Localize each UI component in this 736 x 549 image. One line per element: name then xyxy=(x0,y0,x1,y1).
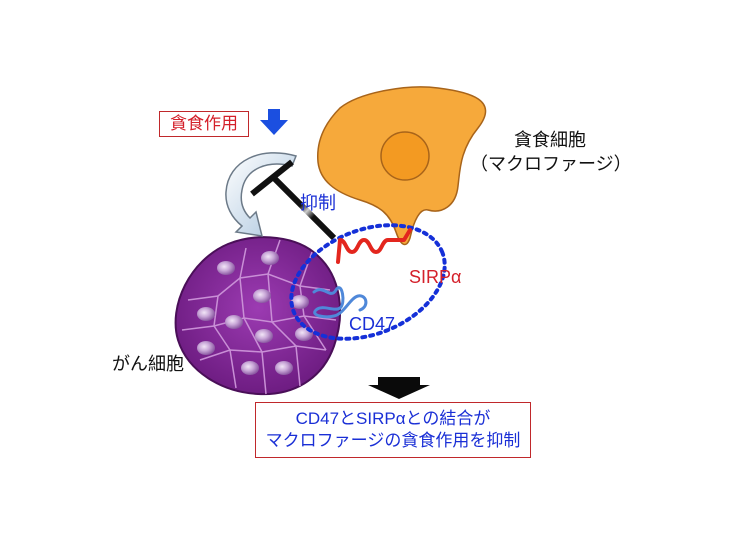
inhibition-t-bar xyxy=(250,159,337,241)
phagocytosis-label: 貪食作用 xyxy=(170,114,238,133)
cancer-cells-label: がん細胞 xyxy=(112,354,184,374)
conclusion-line-1: CD47とSIRPαとの結合が xyxy=(295,409,491,428)
inhibition-label: 抑制 xyxy=(300,193,336,213)
engulfment-curved-arrow xyxy=(225,152,298,237)
down-arrow-icon xyxy=(260,109,288,135)
result-down-arrow xyxy=(368,377,430,399)
sirpa-receptor xyxy=(336,228,412,264)
cd47-protein xyxy=(312,286,368,319)
binding-region-ellipse xyxy=(289,223,447,341)
phagocytosis-label-box: 貪食作用 xyxy=(159,111,249,137)
macrophage-label: （マクロファージ） xyxy=(470,154,632,174)
phagocyte-label: 貪食細胞 xyxy=(514,130,586,150)
macrophage-cell xyxy=(317,86,487,246)
conclusion-box: CD47とSIRPαとの結合が マクロファージの貪食作用を抑制 xyxy=(255,402,531,458)
cd47-label: CD47 xyxy=(349,314,396,334)
sirpa-label: SIRPα xyxy=(409,267,462,287)
macrophage-nucleus xyxy=(380,131,430,181)
conclusion-line-2: マクロファージの貪食作用を抑制 xyxy=(265,431,521,450)
cancer-cell-nuclei xyxy=(197,251,313,375)
